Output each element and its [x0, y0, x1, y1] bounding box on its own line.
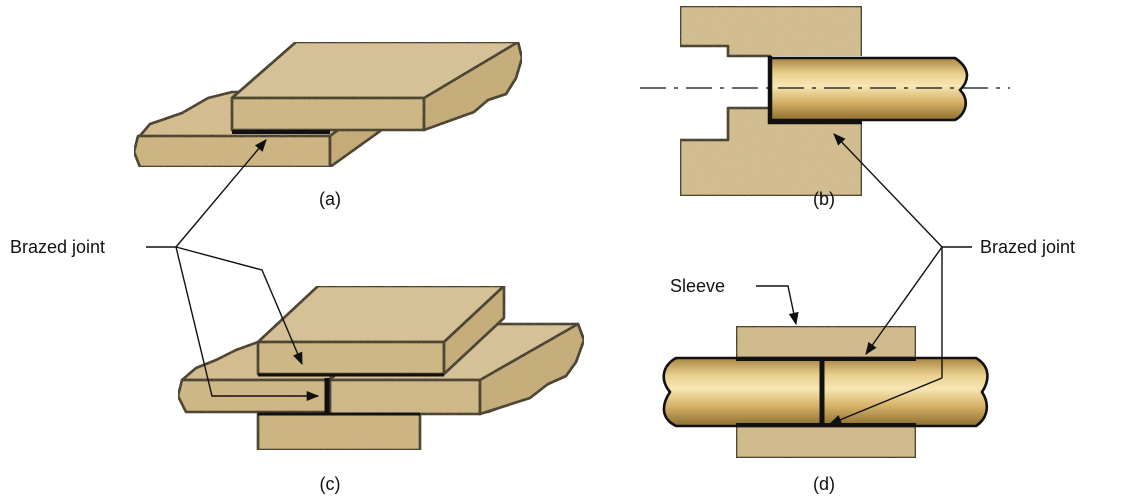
leader-right-to-b [833, 133, 943, 248]
label-brazed-joint-right: Brazed joint [980, 237, 1075, 257]
label-sleeve: Sleeve [670, 276, 725, 296]
strap-c-top-side [442, 284, 506, 376]
plate-c-right-front [328, 378, 482, 416]
figure-c-strapped-butt-joint [176, 284, 586, 452]
plate-a-top-front [230, 96, 426, 132]
tube-right [820, 356, 989, 428]
strap-c-bottom-front [256, 412, 422, 452]
sleeve-top [734, 324, 918, 360]
figure-d-sleeve-joint [662, 324, 989, 460]
sleeve-bottom [734, 424, 918, 460]
leader-sleeve [756, 285, 799, 326]
leader-left-to-a [175, 139, 267, 248]
label-brazed-joint-left: Brazed joint [10, 237, 105, 257]
plate-a-bottom-front [132, 134, 332, 169]
leader-left-to-c-strap [175, 246, 303, 366]
plate-a-top-side [422, 40, 524, 132]
caption-c: (c) [320, 474, 341, 494]
strap-c-top-front [256, 340, 446, 376]
caption-a: (a) [319, 189, 341, 209]
figure-a-lap-joint [132, 40, 524, 169]
figure-b-socket-joint [640, 4, 1010, 198]
brazed-joint-b [767, 56, 862, 125]
leader-left-to-c-butt [175, 246, 320, 402]
plate-c-right-side [478, 322, 586, 416]
tube-left [662, 356, 824, 428]
leader-right-to-d-butt-arrow [828, 377, 943, 425]
caption-b: (b) [813, 189, 835, 209]
leader-right-to-d-sleeve [865, 246, 943, 356]
rod-b [768, 56, 969, 122]
caption-d: (d) [813, 474, 835, 494]
